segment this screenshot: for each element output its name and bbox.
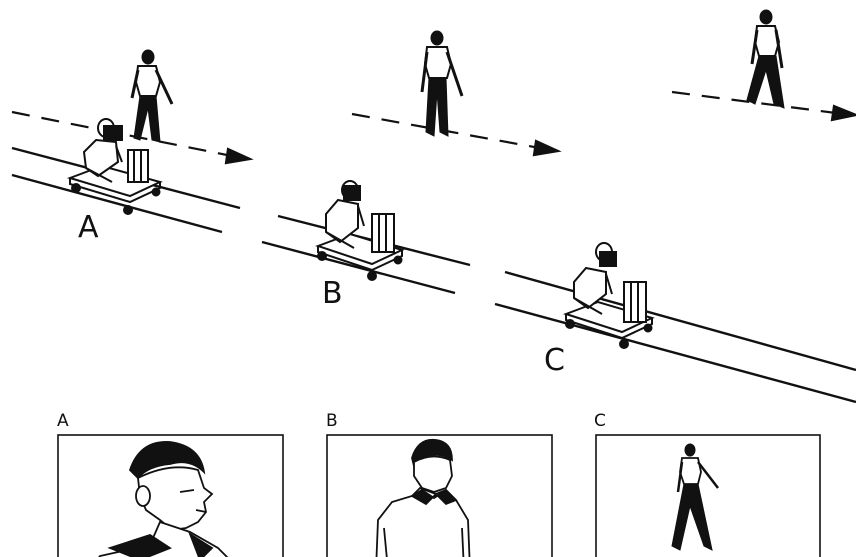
walk-path-c [672, 92, 856, 120]
walking-subject-a [132, 50, 172, 142]
position-label-a: A [78, 210, 99, 245]
frame-label-b: B [326, 411, 338, 431]
frame-a-close-up [58, 435, 283, 557]
walking-subject-b [422, 31, 462, 136]
position-label-c: C [544, 343, 565, 378]
frame-label-c: C [594, 411, 606, 431]
walk-path-b [352, 114, 558, 155]
walking-subject-c [747, 10, 784, 108]
frame-label-a: A [57, 411, 69, 431]
camera-dolly-c [566, 243, 652, 348]
dolly-track-c [495, 272, 856, 402]
position-label-b: B [322, 276, 343, 311]
frame-b-medium-shot [327, 435, 552, 557]
camera-dolly-b [318, 181, 402, 280]
frame-c-long-shot [596, 435, 820, 557]
